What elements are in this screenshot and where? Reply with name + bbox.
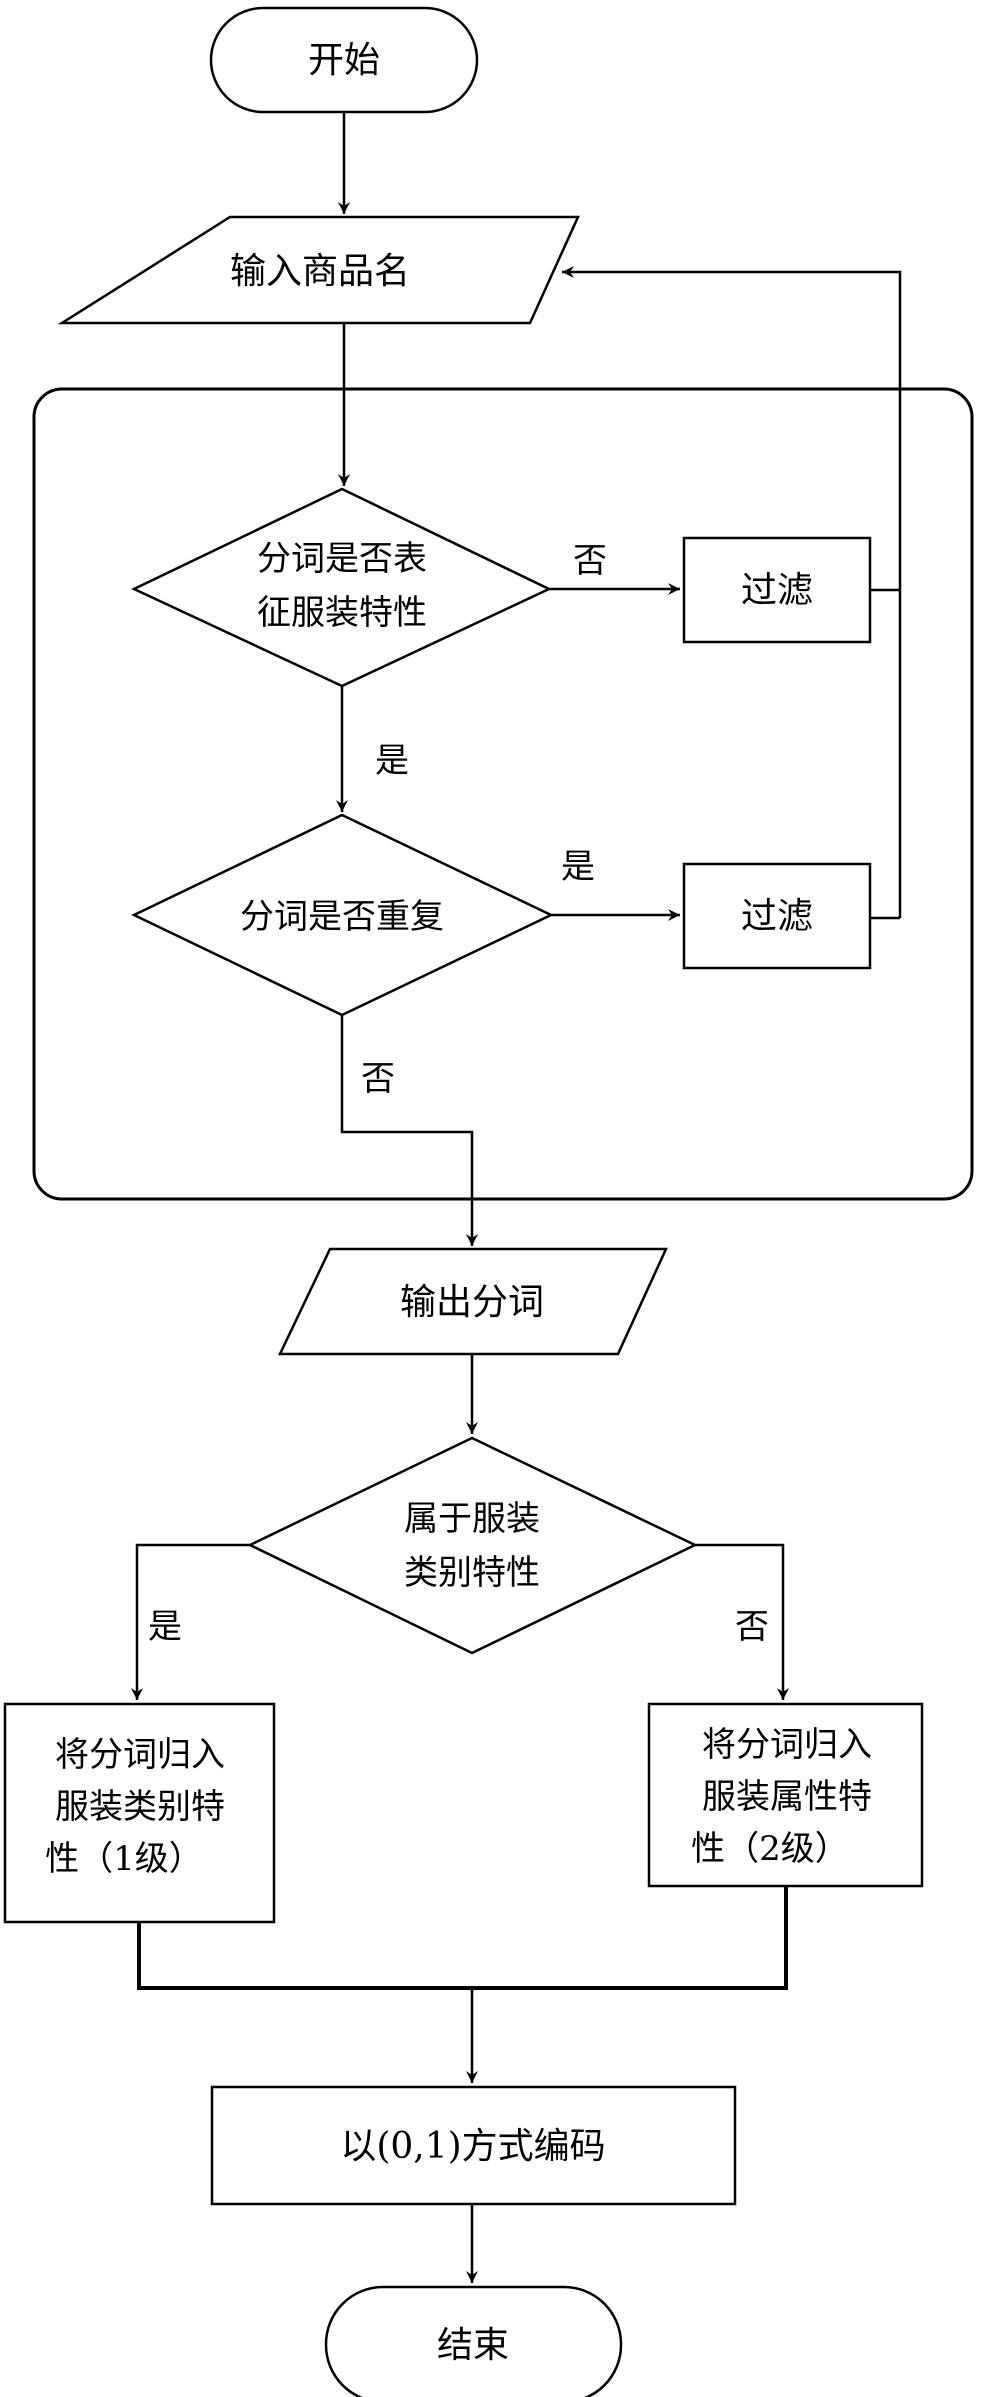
start-label: 开始: [308, 40, 380, 81]
input-parallelogram: 输入商品名: [57, 215, 580, 325]
left-box-line1: 将分词归入: [55, 1735, 225, 1775]
filter1-box: 过滤: [682, 536, 872, 644]
decision2-label: 分词是否重复: [240, 897, 444, 937]
input-label: 输入商品名: [230, 251, 410, 292]
decision2-diamond: 分词是否重复: [131, 813, 554, 1017]
decision1-yes-label: 是: [375, 741, 409, 781]
start-terminal: 开始: [209, 6, 479, 114]
decision1-diamond: 分词是否表 征服装特性: [131, 487, 552, 688]
decision1-label-line2: 征服装特性: [257, 593, 427, 633]
merge-line: [137, 1886, 788, 1990]
feedback-loop-arrow: [562, 266, 902, 918]
right-box-line1: 将分词归入: [702, 1725, 872, 1765]
decision1-no-label: 否: [573, 541, 607, 581]
decision3-no-label: 否: [735, 1607, 769, 1647]
end-label: 结束: [437, 2325, 509, 2366]
decision3-yes-label: 是: [148, 1607, 182, 1647]
left-result-box: 将分词归入 服装类别特 性（1级）: [3, 1702, 276, 1924]
filter2-label: 过滤: [741, 896, 813, 937]
left-box-line2: 服装类别特: [55, 1787, 225, 1827]
encode-box: 以(0,1)方式编码: [210, 2085, 737, 2206]
decision3-label-line1: 属于服装: [404, 1499, 540, 1539]
right-result-box: 将分词归入 服装属性特 性（2级）: [647, 1702, 924, 1888]
right-box-line3: 性（2级）: [691, 1829, 849, 1869]
encode-label: 以(0,1)方式编码: [340, 2126, 605, 2167]
arrow-decision3-yes-to-left-box: [131, 1543, 250, 1700]
end-terminal: 结束: [324, 2285, 623, 2397]
output-label: 输出分词: [400, 1282, 544, 1323]
left-box-line3: 性（1级）: [45, 1839, 203, 1879]
filter1-label: 过滤: [741, 570, 813, 611]
decision1-label-line1: 分词是否表: [257, 539, 427, 579]
arrow-decision2-no-to-output: [340, 1015, 478, 1246]
right-box-line2: 服装属性特: [702, 1777, 872, 1817]
decision3-diamond: 属于服装 类别特性: [247, 1436, 698, 1655]
output-parallelogram: 输出分词: [278, 1247, 668, 1356]
processing-group-box: [32, 387, 974, 1201]
decision3-label-line2: 类别特性: [404, 1553, 540, 1593]
decision2-no-label: 否: [361, 1059, 395, 1099]
decision2-yes-label: 是: [561, 847, 595, 887]
filter2-box: 过滤: [682, 862, 872, 970]
arrow-decision3-no-to-right-box: [695, 1543, 789, 1700]
